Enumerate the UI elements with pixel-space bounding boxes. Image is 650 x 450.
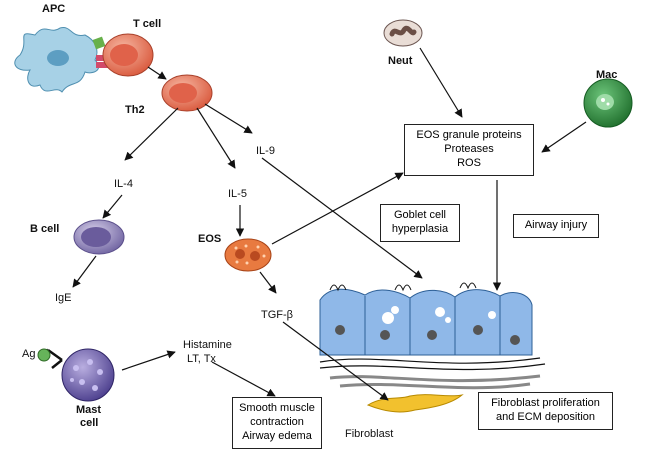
b-cell-label: B cell [30, 223, 60, 235]
th2-label: Th2 [125, 104, 145, 116]
fibroblast-prolif-line1: Fibroblast proliferation [491, 397, 600, 409]
mast-label-line2: cell [80, 417, 99, 429]
fibroblast-icon [366, 394, 464, 413]
ige-label: IgE [55, 292, 72, 304]
mac-cell-icon [583, 78, 633, 128]
fibroblast-label: Fibroblast [345, 428, 394, 440]
il4-label: IL-4 [114, 178, 133, 190]
lt-tx-label: LT, Tx [187, 353, 216, 365]
neut-cell-icon [383, 19, 423, 47]
ag-label: Ag [22, 348, 36, 360]
smooth-muscle-box: Smooth muscle contraction Airway edema [232, 397, 322, 449]
b-cell-icon [73, 219, 125, 255]
smooth-muscle-line3: Airway edema [242, 430, 312, 442]
mast-label-line1: Mast [76, 404, 102, 416]
apc-label: APC [42, 3, 66, 15]
eos-products-line3: ROS [457, 157, 481, 169]
tgfb-label: TGF-β [261, 309, 293, 321]
mac-label: Mac [596, 69, 618, 81]
fibroblast-prolif-box: Fibroblast proliferation and ECM deposit… [478, 392, 613, 430]
eos-products-box: EOS granule proteins Proteases ROS [404, 124, 534, 176]
apc-cell-icon [14, 27, 108, 93]
eos-products-line2: Proteases [444, 143, 494, 155]
il9-label: IL-9 [256, 145, 275, 157]
histamine-label: Histamine [183, 339, 232, 351]
fibroblast-prolif-line2: and ECM deposition [495, 411, 596, 423]
eos-label: EOS [198, 233, 222, 245]
th2-cell-icon [161, 74, 213, 112]
smooth-muscle-line1: Smooth muscle [239, 402, 315, 414]
goblet-line2: hyperplasia [391, 223, 449, 235]
eos-cell-icon [224, 238, 272, 272]
smooth-muscle-line2: contraction [250, 416, 304, 428]
airway-injury-box: Airway injury [513, 214, 599, 238]
airway-injury-line1: Airway injury [524, 219, 588, 231]
mast-cell-icon [37, 348, 115, 402]
neut-label: Neut [388, 55, 413, 67]
goblet-line1: Goblet cell [394, 209, 446, 221]
goblet-box: Goblet cell hyperplasia [380, 204, 460, 242]
il5-label: IL-5 [228, 188, 247, 200]
t-cell-icon [102, 33, 154, 77]
arrows [72, 47, 587, 401]
eos-products-line1: EOS granule proteins [416, 129, 522, 141]
airway-epithelium-icon [319, 282, 546, 390]
t-cell-label: T cell [133, 18, 162, 30]
